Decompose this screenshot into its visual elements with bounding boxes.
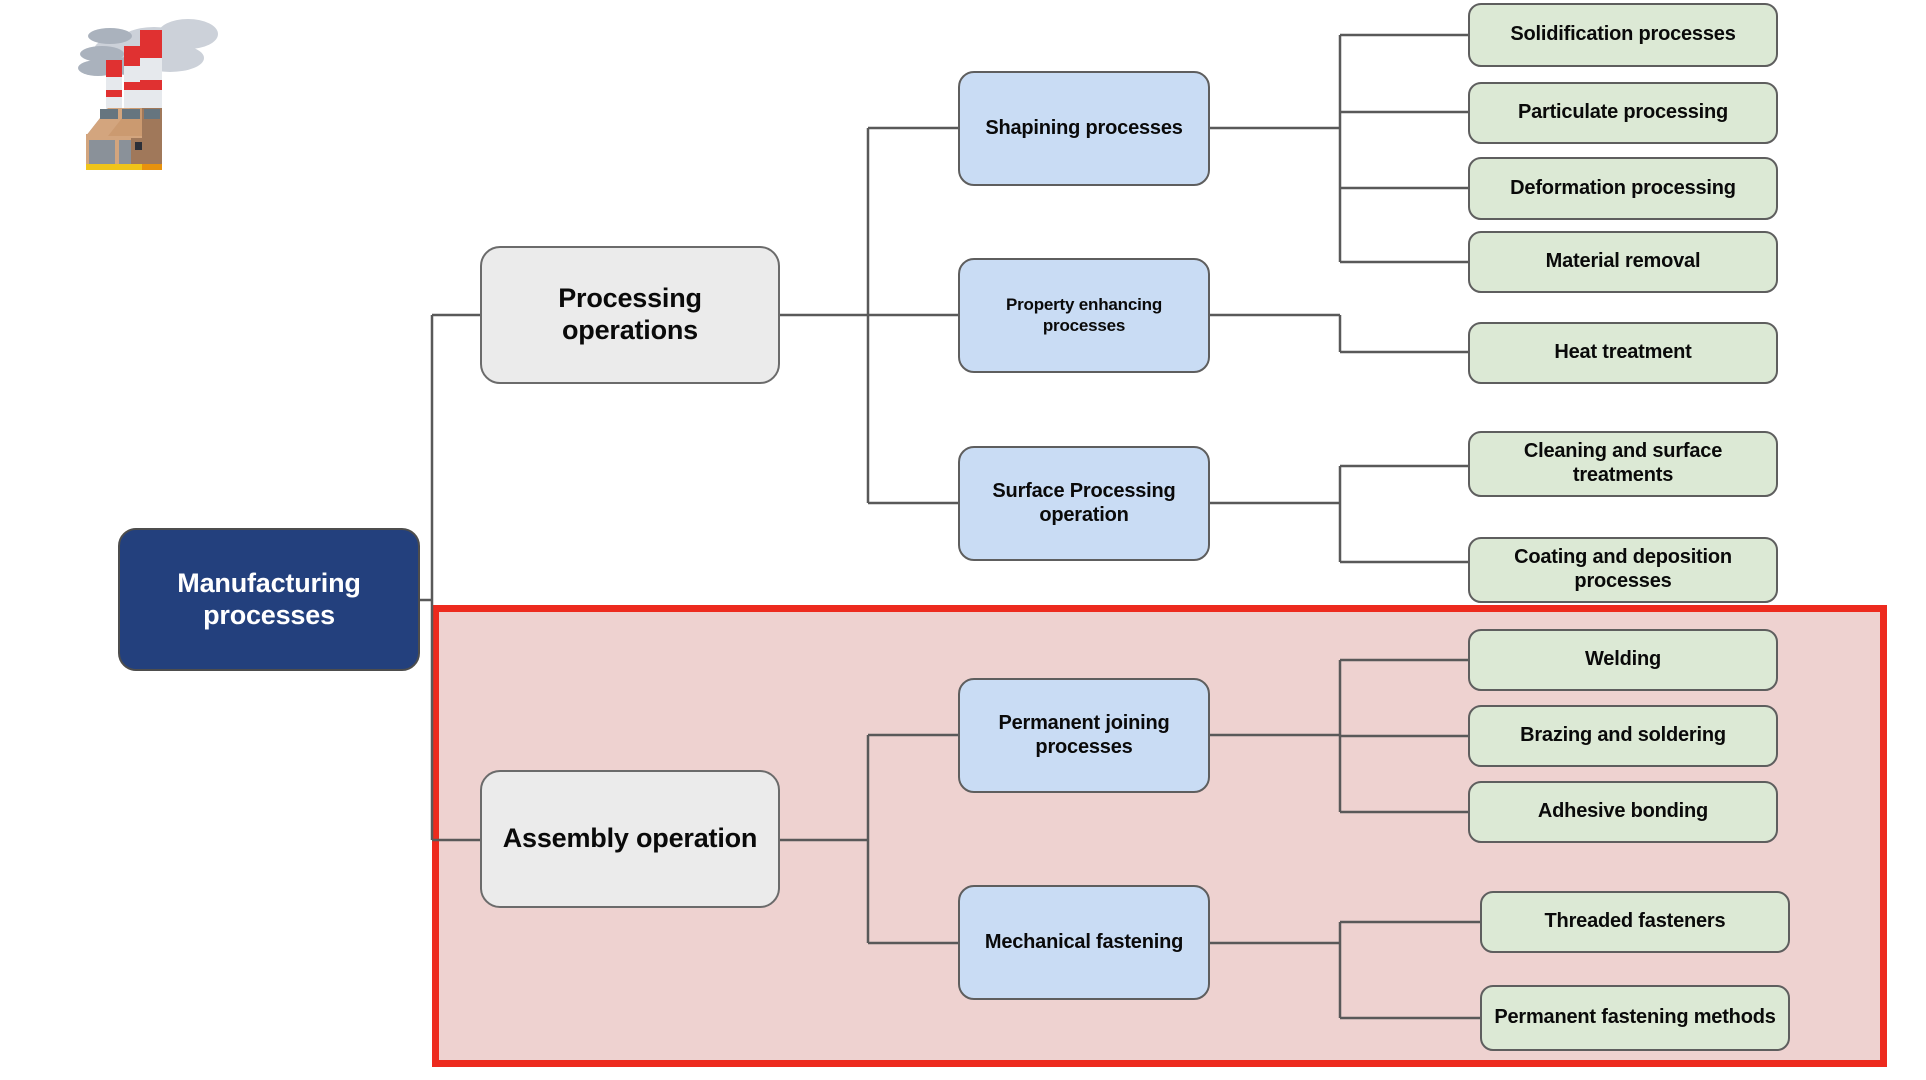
leaf-brazing-and-soldering[interactable]: Brazing and soldering <box>1468 705 1778 767</box>
node-permanent-joining-processes[interactable]: Permanent joining processes <box>958 678 1210 793</box>
node-label: Welding <box>1584 648 1661 671</box>
node-root-manufacturing-processes[interactable]: Manufacturing processes <box>118 528 420 671</box>
factory-icon <box>78 19 218 170</box>
leaf-permanent-fastening-methods[interactable]: Permanent fastening methods <box>1480 985 1790 1051</box>
leaf-heat-treatment[interactable]: Heat treatment <box>1468 322 1778 384</box>
node-processing-operations[interactable]: Processing operations <box>480 246 780 384</box>
node-assembly-operation[interactable]: Assembly operation <box>480 770 780 908</box>
node-label: Surface Processing operation <box>992 479 1176 526</box>
node-label: Solidification processes <box>1510 23 1736 46</box>
node-label: Property enhancing processes <box>1005 295 1163 335</box>
node-label: Threaded fasteners <box>1544 910 1726 933</box>
node-label: Material removal <box>1545 250 1701 273</box>
leaf-cleaning-and-surface-treatments[interactable]: Cleaning and surface treatments <box>1468 431 1778 497</box>
leaf-threaded-fasteners[interactable]: Threaded fasteners <box>1480 891 1790 953</box>
node-label: Brazing and soldering <box>1520 724 1726 747</box>
node-label: Deformation processing <box>1510 176 1736 199</box>
node-label: Particulate processing <box>1517 101 1729 124</box>
node-label: Mechanical fastening <box>984 930 1184 953</box>
node-label: Cleaning and surface treatments <box>1523 440 1723 486</box>
leaf-particulate-processing[interactable]: Particulate processing <box>1468 82 1778 144</box>
node-mechanical-fastening[interactable]: Mechanical fastening <box>958 885 1210 1000</box>
node-label: Permanent joining processes <box>998 711 1170 758</box>
leaf-welding[interactable]: Welding <box>1468 629 1778 691</box>
node-label: Shapining processes <box>985 116 1183 139</box>
node-label: Permanent fastening methods <box>1494 1006 1776 1029</box>
node-property-enhancing-processes[interactable]: Property enhancing processes <box>958 258 1210 373</box>
leaf-coating-and-deposition-processes[interactable]: Coating and deposition processes <box>1468 537 1778 603</box>
node-shapining-processes[interactable]: Shapining processes <box>958 71 1210 186</box>
leaf-deformation-processing[interactable]: Deformation processing <box>1468 157 1778 220</box>
node-label: Coating and deposition processes <box>1514 546 1732 592</box>
node-label: Processing operations <box>558 283 702 345</box>
node-label: Assembly operation <box>502 823 758 854</box>
leaf-solidification-processes[interactable]: Solidification processes <box>1468 3 1778 67</box>
node-surface-processing-operation[interactable]: Surface Processing operation <box>958 446 1210 561</box>
node-label: Heat treatment <box>1554 341 1692 364</box>
leaf-material-removal[interactable]: Material removal <box>1468 231 1778 293</box>
node-label: Manufacturing processes <box>177 567 361 630</box>
node-label: Adhesive bonding <box>1537 800 1709 823</box>
leaf-adhesive-bonding[interactable]: Adhesive bonding <box>1468 781 1778 843</box>
